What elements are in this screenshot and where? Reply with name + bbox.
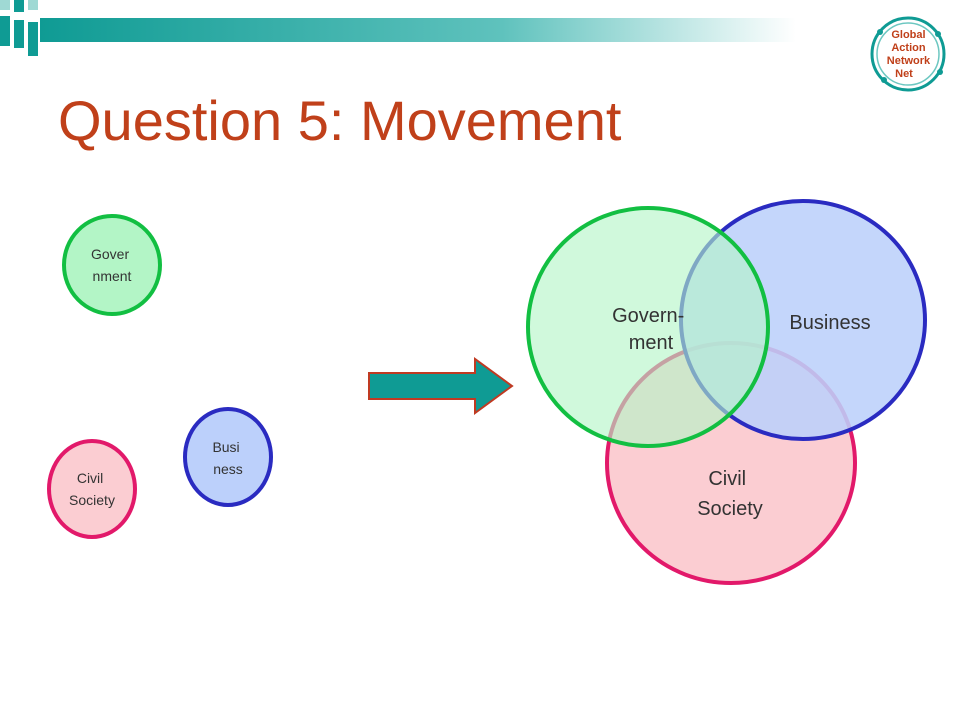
logo-text: Global Action Network Net bbox=[887, 29, 933, 80]
corner-square bbox=[14, 20, 24, 48]
after-venn: Govern- ment Business Civil Society bbox=[526, 199, 927, 585]
corner-square bbox=[28, 22, 38, 56]
small-government-line-2: nment bbox=[93, 268, 132, 284]
small-business-line-1: Busi bbox=[212, 439, 239, 455]
small-civil-society-label: Civil Society bbox=[69, 470, 115, 508]
small-government-circle bbox=[62, 214, 162, 316]
venn-government-line-1: Govern- bbox=[612, 305, 684, 327]
header-band bbox=[40, 18, 880, 42]
small-business-circle bbox=[183, 407, 273, 507]
logo-line-1: Global bbox=[891, 29, 925, 41]
header-decoration bbox=[0, 0, 880, 56]
venn-government-label: Govern- ment bbox=[612, 305, 690, 354]
logo-dot bbox=[935, 31, 941, 37]
venn-government-line-2: ment bbox=[629, 332, 674, 354]
corner-square bbox=[0, 0, 10, 10]
small-business-label: Busi ness bbox=[212, 439, 243, 477]
logo-dot bbox=[877, 29, 883, 35]
logo-ring-outer bbox=[870, 16, 946, 92]
venn-civil-society-line-1: Civil bbox=[708, 468, 746, 490]
logo-line-3: Network bbox=[887, 55, 931, 67]
venn-civil-society-line-2: Society bbox=[697, 498, 763, 520]
small-civil-society-line-1: Civil bbox=[77, 470, 103, 486]
corner-square bbox=[14, 0, 24, 12]
venn-civil-society-label: Civil Society bbox=[697, 468, 763, 520]
logo-dot bbox=[881, 77, 887, 83]
logo-line-4: Net bbox=[895, 68, 913, 80]
venn-government-circle bbox=[526, 206, 770, 448]
before-group: Gover nment Busi ness Civil Society bbox=[47, 214, 273, 539]
slide-title: Question 5: Movement bbox=[58, 89, 622, 152]
small-government-label: Gover nment bbox=[91, 246, 133, 284]
logo-dot bbox=[937, 69, 943, 75]
venn-business-label: Business bbox=[789, 312, 870, 334]
corner-square bbox=[0, 16, 10, 46]
logo-ring-inner bbox=[876, 22, 940, 86]
small-civil-society-circle bbox=[47, 439, 137, 539]
global-action-network-logo: Global Action Network Net bbox=[870, 16, 946, 92]
small-civil-society-line-2: Society bbox=[69, 492, 115, 508]
small-government-line-1: Gover bbox=[91, 246, 129, 262]
logo-line-2: Action bbox=[891, 42, 926, 54]
transition-arrow bbox=[368, 357, 514, 415]
small-business-line-2: ness bbox=[213, 461, 243, 477]
corner-square bbox=[28, 0, 38, 10]
